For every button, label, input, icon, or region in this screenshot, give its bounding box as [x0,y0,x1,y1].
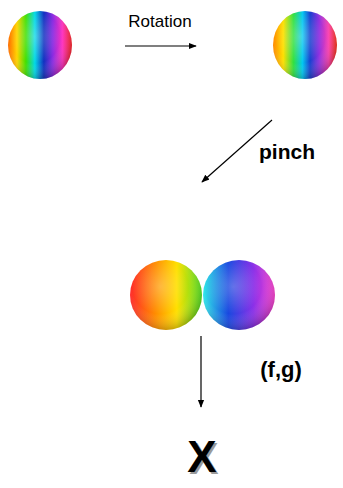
arrow-label: pinch [259,140,315,163]
target-space-label: X [187,433,216,481]
arrow-label: Rotation [128,13,191,32]
pinched-spheres [130,260,275,330]
sphere [8,11,72,79]
rotated-sphere [273,11,337,79]
map-arrow [200,336,201,407]
rotation-arrow [125,45,196,46]
map-label: (f,g) [260,358,302,382]
